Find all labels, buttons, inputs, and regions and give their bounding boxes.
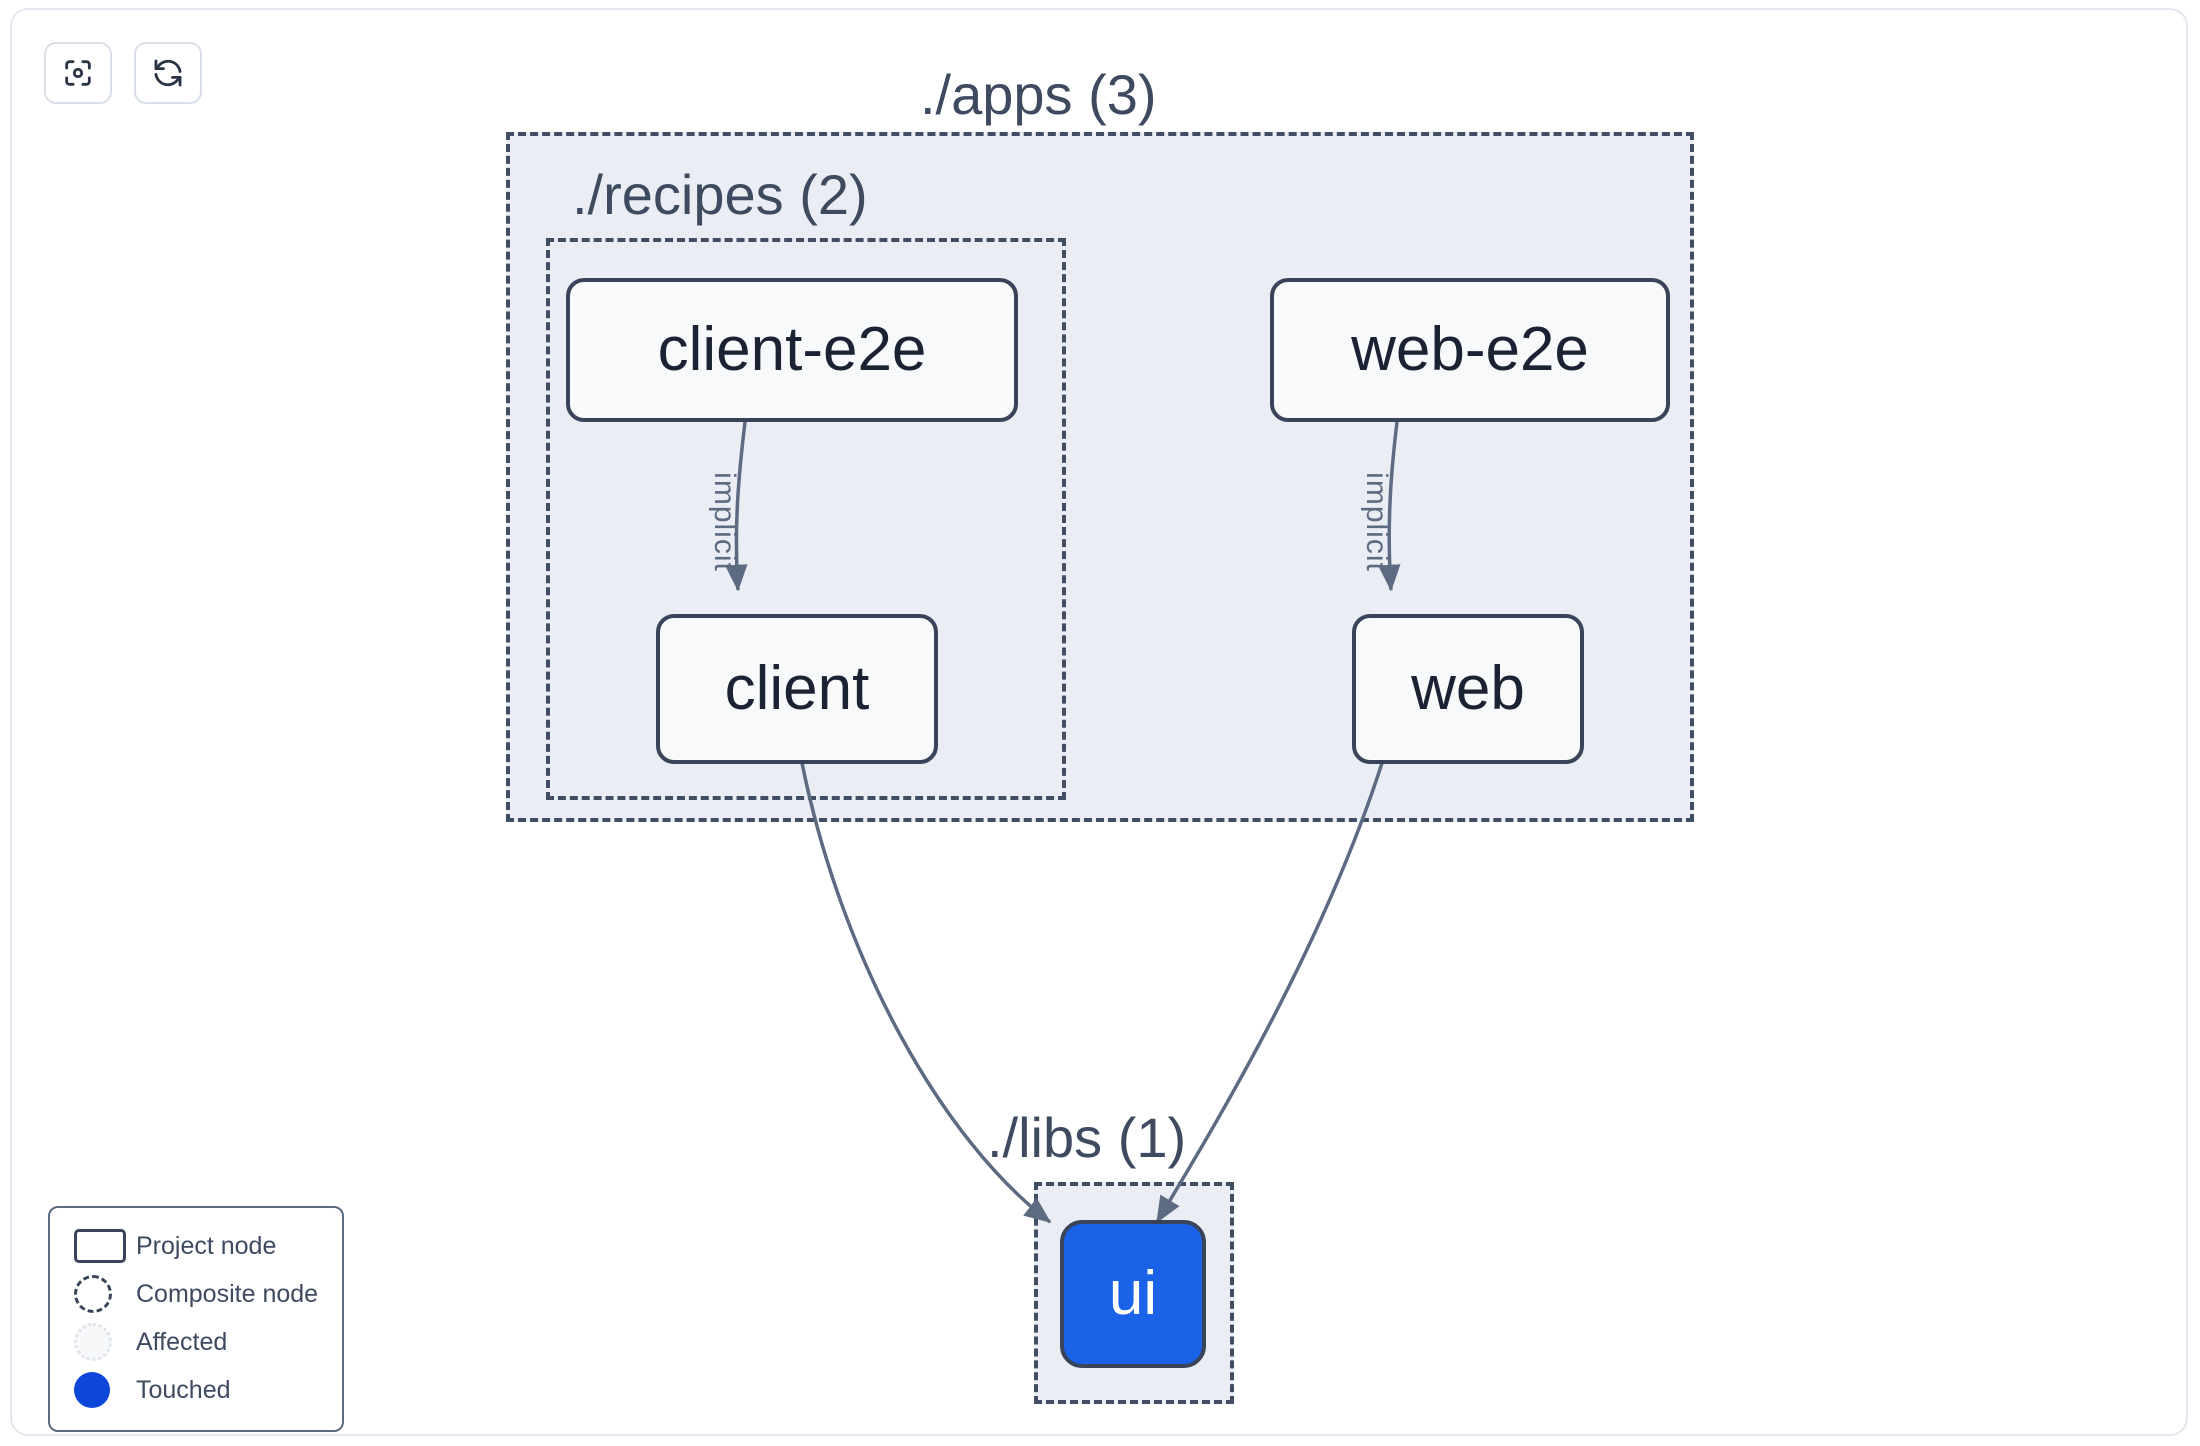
legend-item-composite-node: Composite node bbox=[68, 1270, 324, 1318]
legend-label: Touched bbox=[136, 1375, 231, 1404]
edge-label-web-implicit: implicit bbox=[1359, 472, 1393, 572]
node-label: web-e2e bbox=[1351, 315, 1589, 384]
affected-swatch bbox=[68, 1323, 132, 1361]
node-client[interactable]: client bbox=[656, 614, 938, 764]
node-web[interactable]: web bbox=[1352, 614, 1584, 764]
group-label-recipes: ./recipes (2) bbox=[572, 163, 868, 226]
legend-label: Project node bbox=[136, 1231, 277, 1260]
group-label-apps: ./apps (3) bbox=[920, 63, 1157, 126]
refresh-icon bbox=[151, 56, 185, 90]
legend-item-touched: Touched bbox=[68, 1366, 324, 1414]
legend-label: Affected bbox=[136, 1327, 228, 1356]
graph-toolbar bbox=[44, 42, 202, 104]
legend-item-affected: Affected bbox=[68, 1318, 324, 1366]
focus-graph-button[interactable] bbox=[44, 42, 112, 104]
composite-node-swatch bbox=[68, 1275, 132, 1313]
graph-canvas-panel[interactable]: ./apps (3) ./recipes (2) ./libs (1) bbox=[10, 8, 2188, 1436]
node-ui[interactable]: ui bbox=[1060, 1220, 1206, 1368]
graph-legend: Project node Composite node Affected Tou… bbox=[48, 1206, 344, 1432]
edge-label-client-implicit: implicit bbox=[707, 472, 741, 572]
refresh-graph-button[interactable] bbox=[134, 42, 202, 104]
node-label: client-e2e bbox=[657, 315, 927, 384]
touched-swatch bbox=[68, 1372, 132, 1408]
node-label: client bbox=[724, 654, 870, 723]
graph-layer: ./apps (3) ./recipes (2) ./libs (1) bbox=[12, 10, 2186, 1434]
node-label: ui bbox=[1108, 1259, 1158, 1328]
node-web-e2e[interactable]: web-e2e bbox=[1270, 278, 1670, 422]
legend-label: Composite node bbox=[136, 1279, 319, 1308]
project-node-swatch bbox=[68, 1229, 132, 1263]
node-label: web bbox=[1411, 654, 1525, 723]
node-client-e2e[interactable]: client-e2e bbox=[566, 278, 1018, 422]
legend-item-project-node: Project node bbox=[68, 1222, 324, 1270]
focus-target-icon bbox=[61, 56, 95, 90]
group-label-libs: ./libs (1) bbox=[987, 1106, 1187, 1169]
edge-web-to-ui bbox=[1155, 762, 1384, 1224]
